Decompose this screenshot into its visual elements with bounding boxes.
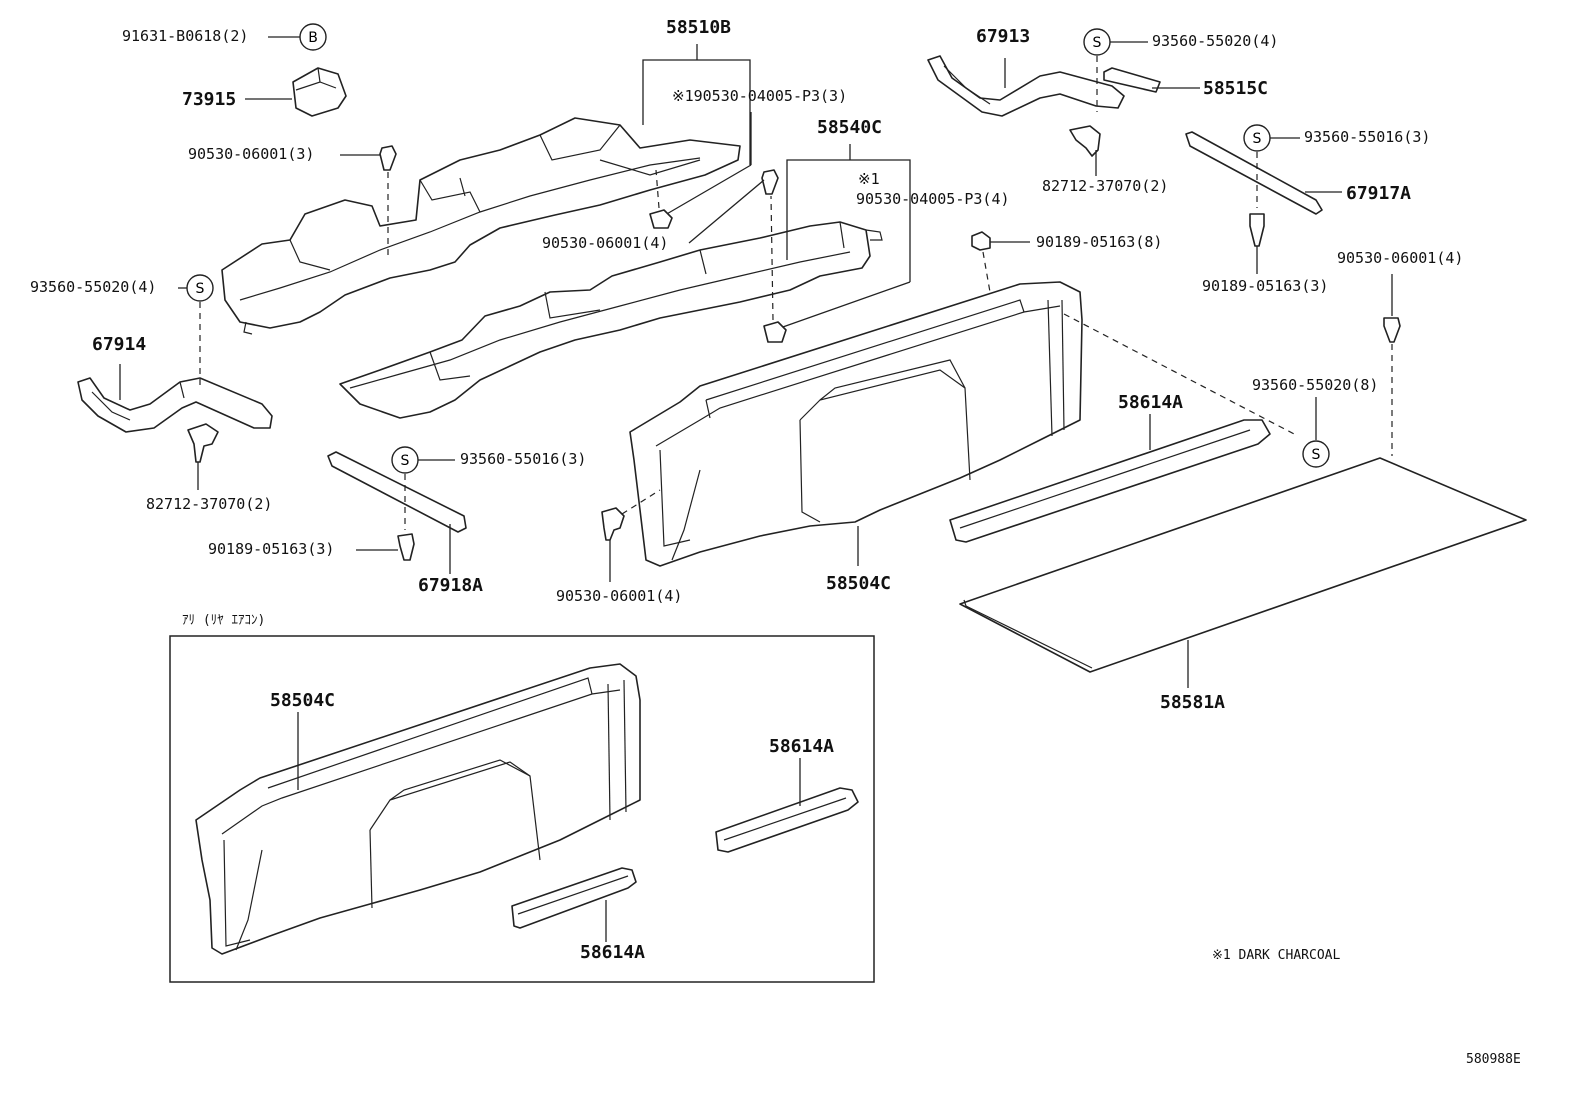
label-58540c: 58540C <box>817 117 883 138</box>
part-67913-strap <box>927 55 1125 117</box>
legend-note: ※1 DARK CHARCOAL <box>1212 948 1341 963</box>
part-58540c-panel <box>339 221 883 419</box>
label-90530-04005-p3: 90530-04005-P3(4) <box>856 190 1010 208</box>
label-58504c: 58504C <box>826 573 892 594</box>
clip-90189-left <box>356 533 415 561</box>
screw-letter: S <box>196 281 205 297</box>
label-67914: 67914 <box>92 334 147 355</box>
label-190530-04005-p3: ※190530-04005-P3(3) <box>672 87 848 105</box>
part-58614a-strip <box>949 414 1271 543</box>
label-58510b: 58510B <box>666 17 732 38</box>
screw-93560-left: S <box>178 274 214 386</box>
screw-letter: S <box>401 453 410 469</box>
clip-90530-c <box>1383 274 1401 456</box>
inset-part-58614a-lower <box>511 867 637 942</box>
inset-label-58614a-upper: 58614A <box>769 736 835 757</box>
label-90530-06001-a: 90530-06001(3) <box>188 145 315 163</box>
part-91631-bolt-symbol: B <box>268 23 327 51</box>
label-58614a: 58614A <box>1118 392 1184 413</box>
label-73915: 73915 <box>182 89 237 110</box>
label-90530-06001-b: 90530-06001(4) <box>542 234 669 252</box>
inset-caption: ｱﾘ (ﾘﾔ ｴｱｺﾝ) <box>182 613 266 628</box>
screw-letter: S <box>1312 447 1321 463</box>
screw-letter: S <box>1093 35 1102 51</box>
label-82712-37070-top: 82712-37070(2) <box>1042 177 1169 195</box>
clip-90530-b <box>688 169 779 244</box>
part-58504c-panel <box>629 281 1083 567</box>
label-93560-55020-top: 93560-55020(4) <box>1152 32 1279 50</box>
label-93560-55020-left: 93560-55020(4) <box>30 278 157 296</box>
label-58515c: 58515C <box>1203 78 1269 99</box>
label-90530-06001-c: 90530-06001(4) <box>1337 249 1464 267</box>
label-90530-06001-d: 90530-06001(4) <box>556 587 683 605</box>
screw-93560-top: S <box>1083 28 1148 112</box>
label-67918a: 67918A <box>418 575 484 596</box>
clip-58540c-lower <box>763 195 787 343</box>
label-90189-05163-8: 90189-05163(8) <box>1036 233 1163 251</box>
label-58581a: 58581A <box>1160 692 1226 713</box>
inset-part-58614a-upper <box>715 758 859 853</box>
inset-box <box>169 635 875 983</box>
label-93560-55016-left: 93560-55016(3) <box>460 450 587 468</box>
clip-90530-d <box>601 489 661 582</box>
label-67917a: 67917A <box>1346 183 1412 204</box>
label-90189-05163-3-left: 90189-05163(3) <box>208 540 335 558</box>
label-93560-55016-top: 93560-55016(3) <box>1304 128 1431 146</box>
clip-90530-a <box>340 145 397 260</box>
screw-93560-8: S <box>1302 397 1330 468</box>
screw-93560-016-left: S <box>391 446 455 530</box>
clip-82712-left <box>187 423 219 490</box>
part-58515c-strip <box>1103 67 1200 93</box>
clip-82712-top <box>1069 125 1101 176</box>
clip-90189-right <box>1249 213 1265 274</box>
label-93560-55020-8: 93560-55020(8) <box>1252 376 1379 394</box>
part-67918a-strap <box>327 451 467 574</box>
clip-190530 <box>649 169 673 229</box>
label-note-1: ※1 <box>858 170 880 188</box>
label-67913: 67913 <box>976 26 1031 47</box>
part-73915-block <box>245 67 347 117</box>
inset-label-58614a-lower: 58614A <box>580 942 646 963</box>
inset-label-58504c: 58504C <box>270 690 336 711</box>
label-82712-37070-left: 82712-37070(2) <box>146 495 273 513</box>
part-58581a-mat <box>959 457 1527 688</box>
clip-90189-8 <box>971 231 1030 293</box>
screw-93560-016-top: S <box>1243 124 1300 208</box>
label-90189-05163-3-right: 90189-05163(3) <box>1202 277 1329 295</box>
screw-letter: S <box>1253 131 1262 147</box>
inset-part-58504c <box>195 663 641 955</box>
label-91631-b0618: 91631-B0618(2) <box>122 27 249 45</box>
bolt-symbol-letter: B <box>308 30 318 46</box>
drawing-number: 580988E <box>1466 1052 1521 1067</box>
part-58510b-panel <box>221 117 741 335</box>
part-67914-strap <box>77 364 273 433</box>
part-67917a-strap <box>1185 131 1342 215</box>
